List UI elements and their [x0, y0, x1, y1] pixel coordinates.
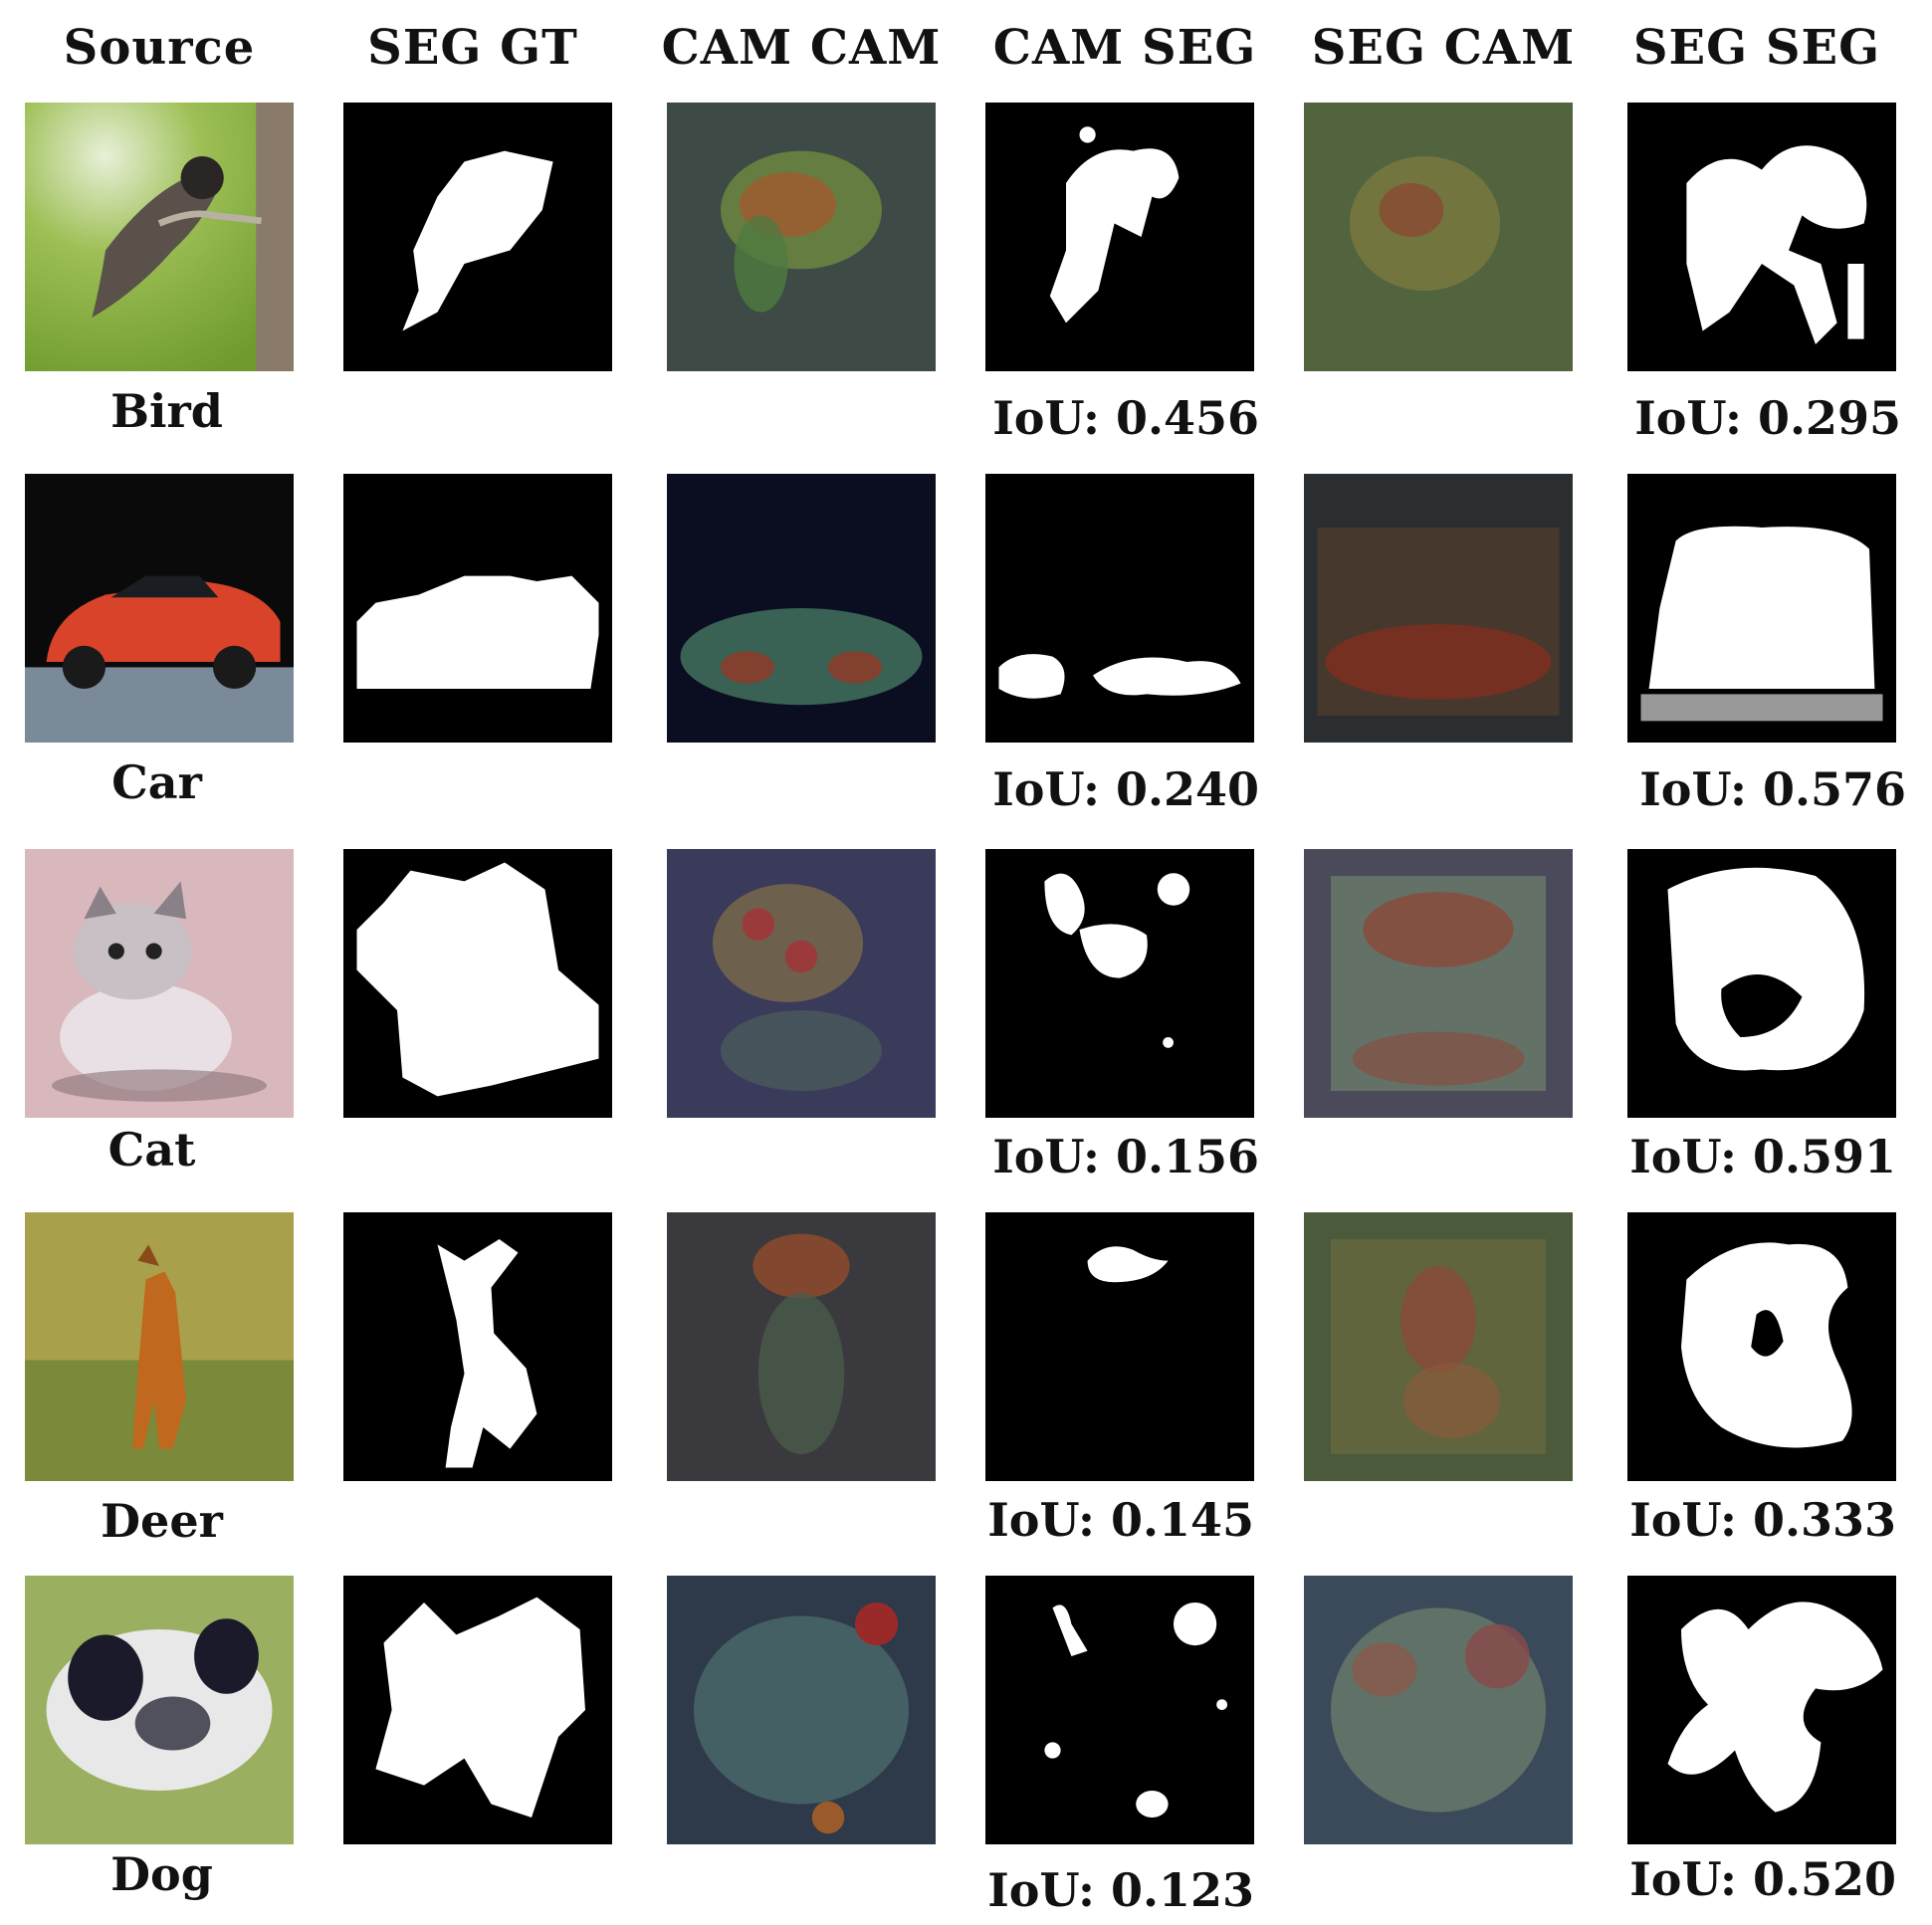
seg-seg-mask-bird: [1627, 103, 1896, 371]
seg-gt-mask-car: [343, 474, 612, 743]
seg-seg-mask-car: [1627, 474, 1896, 743]
iou-seg-seg-cat: IoU: 0.591: [1629, 1130, 1896, 1183]
seg-gt-mask-dog: [343, 1576, 612, 1844]
iou-seg-seg-dog: IoU: 0.520: [1629, 1852, 1896, 1906]
iou-seg-seg-bird: IoU: 0.295: [1634, 391, 1901, 445]
column-header-seg-gt: SEG GT: [367, 20, 578, 76]
cam-seg-mask-car: [985, 474, 1254, 743]
iou-cam-seg-car: IoU: 0.240: [992, 762, 1259, 816]
column-header-cam-seg: CAM SEG: [992, 20, 1257, 76]
column-header-source: Source: [63, 20, 256, 76]
source-image-car: [25, 474, 294, 743]
cam-cam-heatmap-cat: [667, 849, 936, 1118]
column-header-seg-seg: SEG SEG: [1632, 20, 1881, 76]
column-header-cam-cam: CAM CAM: [661, 20, 942, 76]
iou-cam-seg-bird: IoU: 0.456: [992, 391, 1259, 445]
source-image-bird: [25, 103, 294, 371]
seg-gt-mask-bird: [343, 103, 612, 371]
row-label-cat: Cat: [107, 1123, 196, 1176]
column-header-seg-cam: SEG CAM: [1311, 20, 1576, 76]
seg-seg-mask-dog: [1627, 1576, 1896, 1844]
iou-seg-seg-deer: IoU: 0.333: [1629, 1493, 1896, 1547]
source-image-cat: [25, 849, 294, 1118]
source-image-dog: [25, 1576, 294, 1844]
row-label-dog: Dog: [110, 1847, 213, 1901]
iou-cam-seg-deer: IoU: 0.145: [987, 1493, 1254, 1547]
seg-cam-heatmap-cat: [1304, 849, 1573, 1118]
seg-cam-heatmap-deer: [1304, 1212, 1573, 1481]
cam-seg-mask-bird: [985, 103, 1254, 371]
cam-cam-heatmap-car: [667, 474, 936, 743]
cam-seg-mask-dog: [985, 1576, 1254, 1844]
seg-cam-heatmap-dog: [1304, 1576, 1573, 1844]
iou-cam-seg-cat: IoU: 0.156: [992, 1130, 1259, 1183]
cam-seg-mask-deer: [985, 1212, 1254, 1481]
seg-seg-mask-deer: [1627, 1212, 1896, 1481]
seg-gt-mask-deer: [343, 1212, 612, 1481]
source-image-deer: [25, 1212, 294, 1481]
row-label-bird: Bird: [110, 384, 223, 438]
cam-cam-heatmap-deer: [667, 1212, 936, 1481]
cam-cam-heatmap-dog: [667, 1576, 936, 1844]
row-label-deer: Deer: [101, 1494, 223, 1548]
seg-cam-heatmap-bird: [1304, 103, 1573, 371]
seg-seg-mask-cat: [1627, 849, 1896, 1118]
seg-gt-mask-cat: [343, 849, 612, 1118]
iou-seg-seg-car: IoU: 0.576: [1639, 762, 1906, 816]
cam-seg-mask-cat: [985, 849, 1254, 1118]
row-label-car: Car: [111, 755, 202, 809]
iou-cam-seg-dog: IoU: 0.123: [987, 1863, 1254, 1917]
cam-cam-heatmap-bird: [667, 103, 936, 371]
seg-cam-heatmap-car: [1304, 474, 1573, 743]
